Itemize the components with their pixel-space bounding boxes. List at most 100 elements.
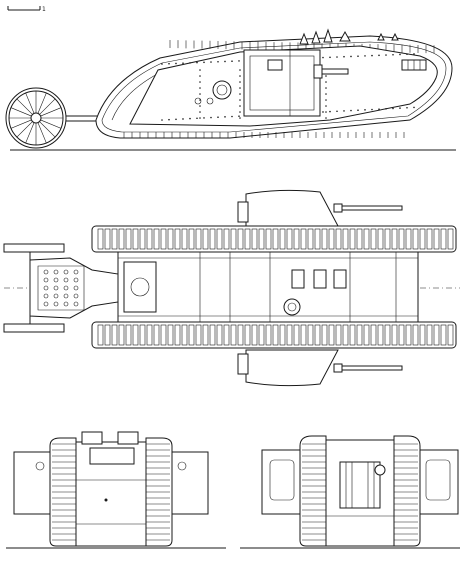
scale-bar: 1 <box>7 6 46 13</box>
frame-hole <box>73 277 79 283</box>
rivet <box>392 107 394 110</box>
plan-view <box>3 189 460 387</box>
rivet <box>161 63 163 65</box>
rivet <box>371 108 373 111</box>
front-elevation-view <box>6 431 226 549</box>
track-shoe <box>237 228 244 250</box>
wheel-spoke <box>10 119 32 129</box>
frame-hole <box>53 269 59 275</box>
rivet <box>238 115 240 117</box>
wheel-spoke <box>25 92 35 114</box>
track-shoe <box>111 324 118 346</box>
track-shoe <box>440 324 447 346</box>
wheel-spoke <box>37 122 47 144</box>
rivet <box>357 109 359 111</box>
rivet <box>329 110 331 113</box>
track-shoe <box>237 324 244 346</box>
track-shoe <box>335 324 342 346</box>
track-shoe <box>251 324 258 346</box>
rivet <box>399 107 401 109</box>
rivet <box>199 69 201 71</box>
rivet <box>199 87 201 89</box>
wheel-spoke <box>16 98 33 115</box>
track-shoe <box>279 324 286 346</box>
track-shoe <box>104 324 111 346</box>
track-shoe <box>118 228 125 250</box>
rivet <box>231 115 233 118</box>
track-shoe <box>342 324 349 346</box>
track-shoe <box>349 324 356 346</box>
track-shoe <box>160 228 167 250</box>
track-shoe <box>174 228 181 250</box>
rivet <box>189 117 191 120</box>
rivet <box>239 75 241 77</box>
side-round-hatch <box>212 80 232 100</box>
rivet <box>336 110 338 113</box>
rivet <box>239 117 241 119</box>
rivet <box>168 118 170 121</box>
track-shoe <box>314 228 321 250</box>
wheel-spoke <box>39 98 56 115</box>
rear-elevation-view <box>240 435 460 549</box>
frame-hole <box>63 269 69 275</box>
rivet <box>217 116 219 118</box>
wheel-spoke <box>39 121 56 138</box>
rivet <box>203 117 205 119</box>
rivet <box>325 81 327 83</box>
rivet <box>364 55 366 57</box>
rivet <box>239 93 241 95</box>
rivet <box>322 111 324 113</box>
track-shoe <box>265 324 272 346</box>
track-shoe <box>433 228 440 250</box>
wheel-spoke <box>37 92 47 114</box>
frame-hole <box>63 293 69 299</box>
side-elevation-view <box>5 28 456 151</box>
track-shoe <box>160 324 167 346</box>
rivet <box>239 105 241 107</box>
rivet <box>325 117 327 119</box>
rear-right-sponson <box>417 449 459 515</box>
frame-hole <box>63 285 69 291</box>
track-shoe <box>97 324 104 346</box>
frame-hole <box>43 277 49 283</box>
track-shoe <box>279 228 286 250</box>
frame-hole <box>53 293 59 299</box>
rivet <box>196 117 198 120</box>
rivet <box>175 118 177 121</box>
track-shoe <box>433 324 440 346</box>
rivet <box>199 81 201 83</box>
track-shoe <box>447 324 454 346</box>
track-shoe <box>412 228 419 250</box>
frame-hole <box>73 285 79 291</box>
track-shoe <box>230 324 237 346</box>
rivet <box>322 56 324 59</box>
plan-lower-track <box>91 321 457 349</box>
rivet <box>385 108 387 110</box>
rivet <box>325 87 327 89</box>
track-shoe <box>188 324 195 346</box>
frame-hole <box>73 301 79 307</box>
track-shoe <box>307 324 314 346</box>
rivet <box>175 62 177 65</box>
track-shoe <box>363 324 370 346</box>
track-shoe <box>216 228 223 250</box>
track-shoe <box>342 228 349 250</box>
track-shoe <box>146 228 153 250</box>
rivet <box>210 61 212 63</box>
scale-bar-label: 1 <box>42 6 46 13</box>
rivet <box>329 56 331 59</box>
frame-hole <box>53 277 59 283</box>
track-shoe <box>97 228 104 250</box>
rivet <box>224 60 226 63</box>
rivet <box>199 117 201 119</box>
rivet <box>203 61 205 64</box>
rivet <box>385 54 387 56</box>
rivet <box>217 60 219 63</box>
rivet <box>392 53 394 56</box>
track-shoe <box>370 228 377 250</box>
track-shoe <box>132 228 139 250</box>
track-shoe <box>391 324 398 346</box>
rear-left-track <box>299 435 327 547</box>
plan-upper-track <box>91 225 457 253</box>
track-shoe <box>244 228 251 250</box>
